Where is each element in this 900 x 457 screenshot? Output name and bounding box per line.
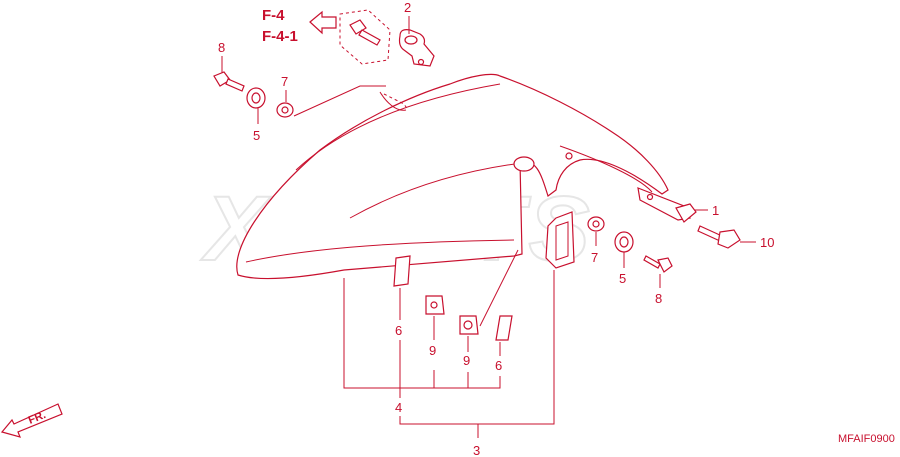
reference-arrow-icon: [309, 10, 337, 35]
collar-part-7-left[interactable]: [276, 102, 294, 118]
seal-part-6-left[interactable]: [393, 255, 411, 287]
reference-f4[interactable]: F-4: [262, 7, 285, 24]
callout-5-right[interactable]: 5: [619, 271, 626, 286]
callout-7-right[interactable]: 7: [591, 250, 598, 265]
bolt-part-8-left[interactable]: [213, 71, 245, 92]
callout-9-left[interactable]: 9: [429, 343, 436, 358]
collar-part-7-right[interactable]: [587, 216, 605, 232]
grommet-part-5-left[interactable]: [246, 87, 266, 109]
callout-2[interactable]: 2: [404, 0, 411, 15]
bracket-part-2[interactable]: [398, 29, 435, 67]
grommet-part-5-right[interactable]: [614, 231, 634, 253]
bolt-icon: [349, 19, 381, 46]
callout-1[interactable]: 1: [712, 203, 719, 218]
emblem-part[interactable]: [545, 211, 575, 269]
group-bracket-3: [399, 270, 555, 425]
front-fender-part-3[interactable]: [236, 73, 669, 280]
leader-7-to-fender: [293, 85, 386, 117]
diagram-code: MFAIF0900: [838, 433, 895, 445]
reference-f4-1[interactable]: F-4-1: [262, 28, 298, 45]
seal-part-9-right[interactable]: [459, 315, 479, 335]
callout-6-left[interactable]: 6: [395, 323, 402, 338]
callout-5-left[interactable]: 5: [253, 128, 260, 143]
seal-part-9-left[interactable]: [425, 295, 445, 315]
callout-3[interactable]: 3: [473, 443, 480, 457]
callout-9-right[interactable]: 9: [463, 353, 470, 368]
bolt-part-8-right[interactable]: [643, 255, 673, 273]
front-direction-arrow-icon: [0, 403, 63, 438]
callout-8-left[interactable]: 8: [218, 40, 225, 55]
callout-6-right[interactable]: 6: [495, 358, 502, 373]
callout-10[interactable]: 10: [760, 235, 774, 250]
leader-fender-to-9: [479, 249, 519, 327]
bracket-part-1[interactable]: [637, 187, 697, 223]
callout-7-left[interactable]: 7: [281, 74, 288, 89]
callout-4[interactable]: 4: [395, 400, 402, 415]
bolt-part-10[interactable]: [697, 225, 741, 249]
callout-8-right[interactable]: 8: [655, 291, 662, 306]
seal-part-6-right[interactable]: [495, 315, 513, 341]
group-bracket-4: [343, 278, 501, 389]
